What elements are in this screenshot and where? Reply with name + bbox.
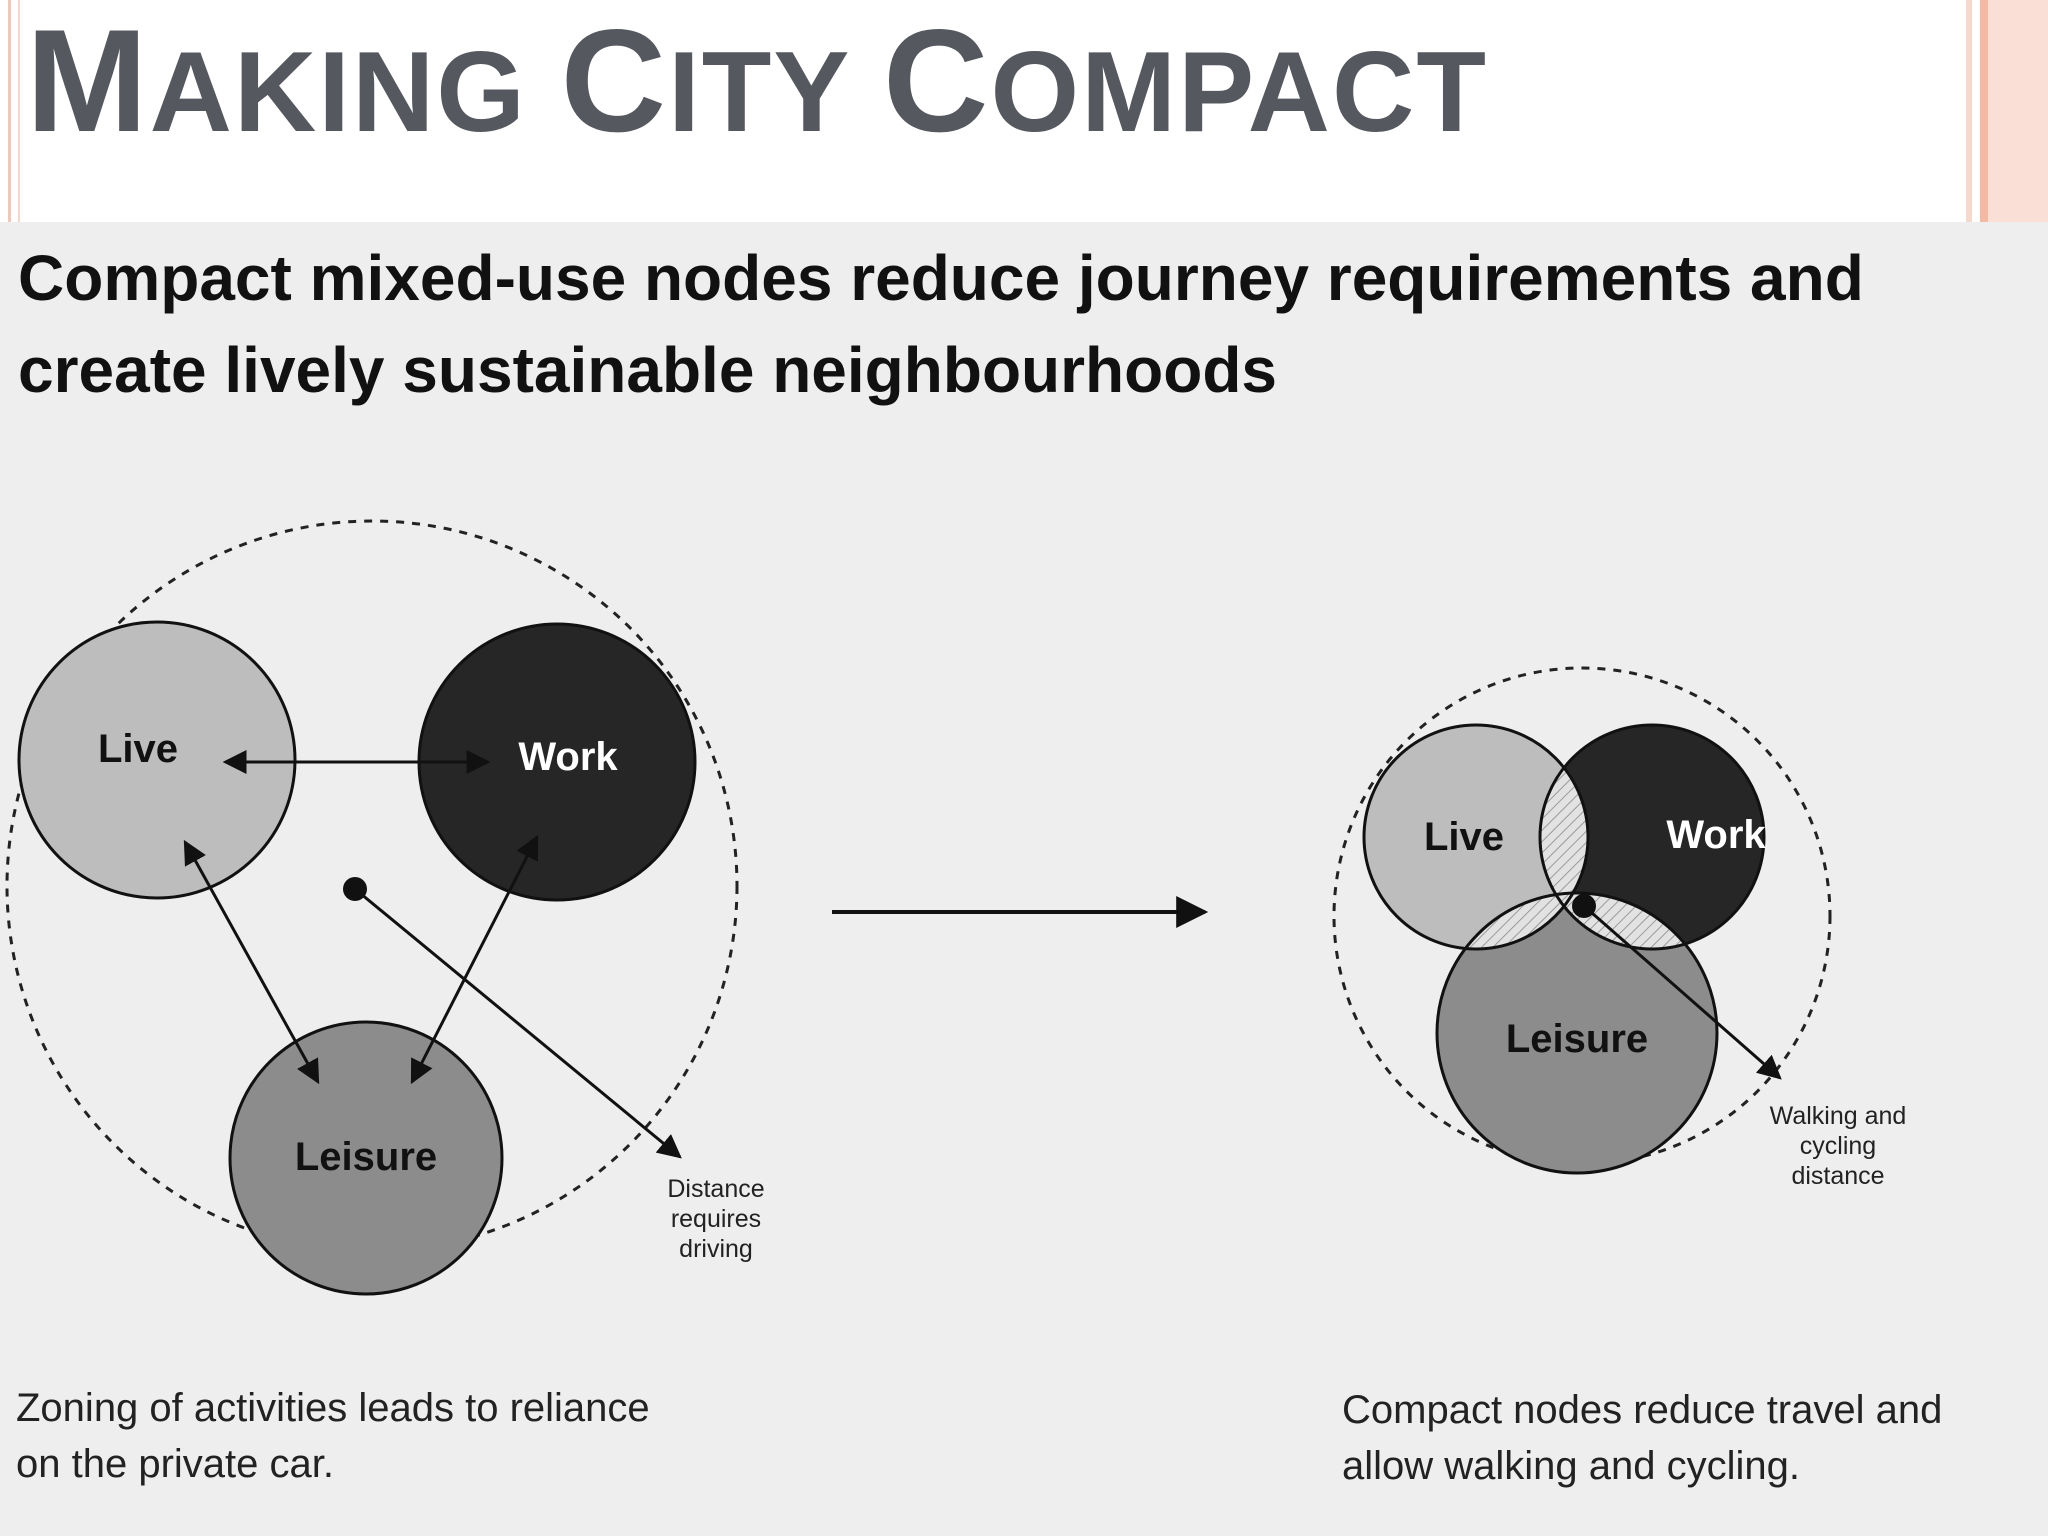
left-caption-line-2: on the private car.	[16, 1442, 334, 1486]
diagram: Live Work Leisure Distance requires driv…	[5, 519, 1907, 1296]
right-caption-line-2: allow walking and cycling.	[1342, 1444, 1801, 1488]
left-live-label: Live	[98, 727, 178, 771]
right-annotation-line-2: cycling	[1800, 1132, 1876, 1160]
figure-panel: Compact mixed-use nodes reduce journey r…	[0, 222, 2048, 1536]
left-arrow-live-leisure	[183, 839, 320, 1085]
title-part: OMPACT	[990, 29, 1488, 156]
right-caption-line-1: Compact nodes reduce travel and	[1342, 1388, 1943, 1432]
left-caption: Zoning of activities leads to reliance o…	[16, 1380, 736, 1492]
left-accent-line	[8, 0, 11, 222]
title-part: C	[883, 0, 991, 162]
left-work-label: Work	[518, 735, 618, 779]
left-accent-line-thin	[18, 0, 20, 222]
title-part: AKING	[149, 29, 561, 156]
title-part: C	[560, 0, 669, 162]
right-caption: Compact nodes reduce travel and allow wa…	[1342, 1382, 2002, 1494]
right-work-label: Work	[1666, 813, 1766, 857]
figure-heading: Compact mixed-use nodes reduce journey r…	[18, 232, 2028, 416]
right-leisure-outline	[1435, 891, 1719, 1175]
right-live-outline	[1362, 723, 1590, 951]
right-work-outline	[1538, 723, 1766, 951]
left-annotation-line-2: requires	[671, 1205, 761, 1233]
figure-heading-line-2: create lively sustainable neighbourhoods	[18, 334, 1277, 406]
right-distance-arrow	[1583, 904, 1782, 1080]
left-annotation-line-1: Distance	[667, 1175, 764, 1203]
title-part: ITY	[668, 29, 884, 156]
left-boundary-circle	[5, 519, 739, 1253]
right-live-label: Live	[1424, 815, 1504, 859]
right-live-circle	[1364, 725, 1588, 949]
left-arrow-work-leisure	[410, 834, 539, 1085]
right-annotation-line-3: distance	[1791, 1162, 1884, 1190]
figure-heading-line-1: Compact mixed-use nodes reduce journey r…	[18, 242, 1864, 314]
left-annotation-line-3: driving	[679, 1235, 753, 1263]
slide-header: MAKING CITY COMPACT	[0, 0, 2048, 222]
right-diagram: Live Work Leisure Walking and cycling di…	[1332, 666, 1907, 1190]
right-leisure-label: Leisure	[1506, 1017, 1648, 1061]
right-decorative-stripes	[1966, 0, 2048, 222]
left-distance-arrow	[354, 887, 682, 1159]
left-diagram: Live Work Leisure Distance requires driv…	[5, 519, 765, 1296]
left-caption-line-1: Zoning of activities leads to reliance	[16, 1386, 650, 1430]
left-leisure-label: Leisure	[295, 1135, 437, 1179]
right-annotation-line-1: Walking and	[1770, 1102, 1907, 1130]
slide-title: MAKING CITY COMPACT	[26, 6, 1488, 168]
left-leisure-circle	[228, 1020, 504, 1296]
title-part: M	[26, 0, 150, 162]
